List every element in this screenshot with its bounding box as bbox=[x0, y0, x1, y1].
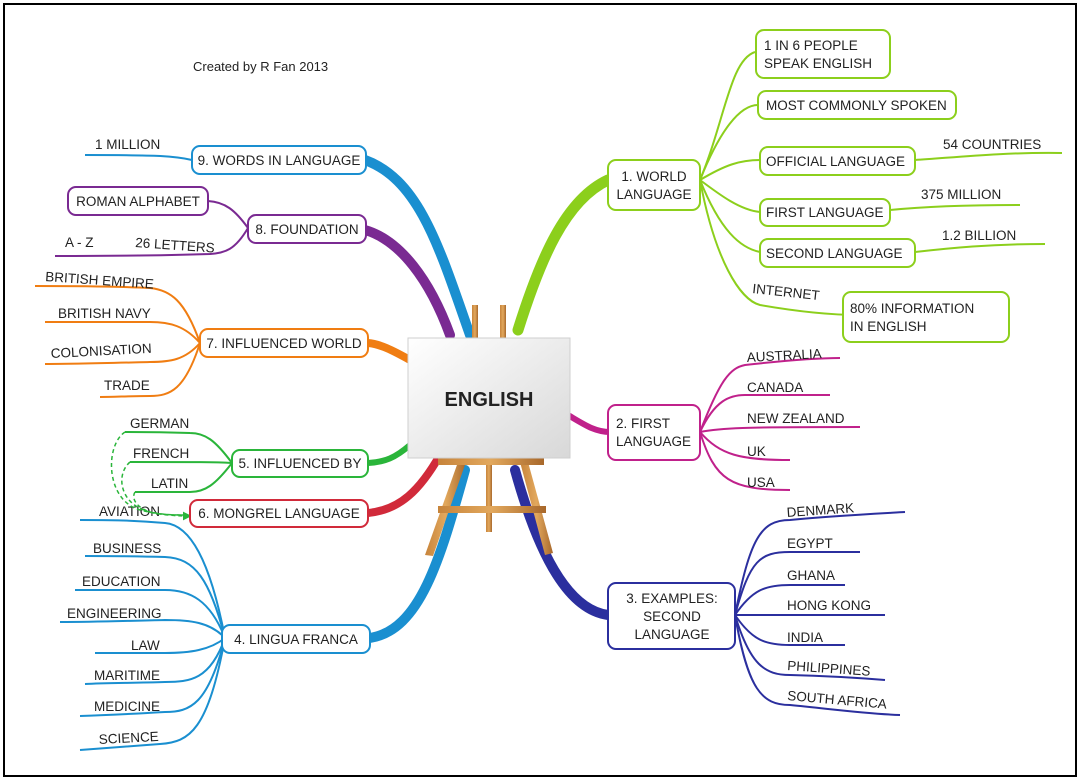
influenced-world-trade: TRADE bbox=[104, 378, 150, 393]
world-internet-2: IN ENGLISH bbox=[850, 319, 927, 334]
lingua-label: 4. LINGUA FRANCA bbox=[234, 632, 358, 647]
main-branches bbox=[360, 155, 614, 643]
influenced-by-label: 5. INFLUENCED BY bbox=[238, 456, 361, 471]
world-first: FIRST LANGUAGE bbox=[766, 205, 884, 220]
influenced-by-german: GERMAN bbox=[130, 416, 189, 431]
lingua-item-science: SCIENCE bbox=[98, 729, 159, 747]
words-sub: 1 MILLION bbox=[95, 137, 160, 152]
world-box-official: OFFICIAL LANGUAGE 54 COUNTRIES bbox=[759, 137, 1041, 176]
first-label-2: LANGUAGE bbox=[616, 434, 691, 449]
second-label-3: LANGUAGE bbox=[634, 627, 709, 642]
branch-first bbox=[565, 412, 613, 435]
second-item-hong-kong: HONG KONG bbox=[787, 598, 871, 613]
second-item-denmark: DENMARK bbox=[786, 500, 854, 520]
first-item-usa: USA bbox=[747, 475, 775, 490]
world-label-2: LANGUAGE bbox=[616, 187, 691, 202]
world-internet-1: 80% INFORMATION bbox=[850, 301, 974, 316]
lingua-item-business: BUSINESS bbox=[93, 541, 161, 556]
branch-words bbox=[360, 155, 475, 340]
second-item-india: INDIA bbox=[787, 630, 823, 645]
world-box-internet: 80% INFORMATION IN ENGLISH bbox=[842, 291, 1010, 343]
second-item-egypt: EGYPT bbox=[787, 536, 833, 551]
foundation-az: A - Z bbox=[65, 235, 94, 250]
lingua-item-law: LAW bbox=[131, 638, 160, 653]
influenced-by-node: 5. INFLUENCED BY bbox=[231, 449, 369, 478]
world-node: 1. WORLD LANGUAGE bbox=[607, 159, 701, 211]
influenced-by-french: FRENCH bbox=[133, 446, 189, 461]
foundation-letters: 26 LETTERS bbox=[135, 235, 215, 256]
frame bbox=[3, 3, 1077, 777]
foundation-box: ROMAN ALPHABET bbox=[67, 186, 209, 216]
branch-lingua bbox=[365, 465, 470, 643]
influenced-by-arrow-3 bbox=[133, 491, 189, 516]
world-first-sub: 375 MILLION bbox=[921, 187, 1001, 202]
words-label: 9. WORDS IN LANGUAGE bbox=[198, 153, 361, 168]
influenced-world-empire: BRITISH EMPIRE bbox=[45, 269, 155, 292]
foundation-node: 8. FOUNDATION bbox=[247, 214, 367, 244]
foundation-roman: ROMAN ALPHABET bbox=[76, 194, 200, 209]
influenced-by-lines bbox=[124, 431, 233, 494]
influenced-world-navy: BRITISH NAVY bbox=[58, 306, 151, 321]
lingua-item-aviation: AVIATION bbox=[99, 504, 160, 519]
branch-world bbox=[512, 174, 614, 336]
second-item-philippines: PHILIPPINES bbox=[787, 658, 871, 679]
words-lines bbox=[84, 154, 193, 161]
first-label-1: 2. FIRST bbox=[616, 416, 670, 431]
second-label-2: SECOND bbox=[643, 609, 701, 624]
world-branch bbox=[699, 51, 1063, 316]
branch-influenced-world bbox=[364, 339, 414, 364]
center-label: ENGLISH bbox=[445, 389, 534, 411]
mongrel-node: 6. MONGREL LANGUAGE bbox=[189, 499, 369, 528]
branch-foundation bbox=[360, 225, 455, 340]
lingua-item-medicine: MEDICINE bbox=[94, 699, 160, 714]
first-branch-lines bbox=[699, 357, 861, 491]
first-item-uk: UK bbox=[747, 444, 766, 459]
branch-second bbox=[510, 465, 613, 620]
influenced-world-node: 7. INFLUENCED WORLD bbox=[199, 328, 369, 358]
foundation-lines bbox=[54, 200, 249, 257]
second-item-ghana: GHANA bbox=[787, 568, 835, 583]
world-box-most-common: MOST COMMONLY SPOKEN bbox=[757, 90, 957, 120]
world-internet: INTERNET bbox=[752, 281, 821, 303]
second-label-1: 3. EXAMPLES: bbox=[626, 591, 718, 606]
world-people-2: SPEAK ENGLISH bbox=[764, 56, 872, 71]
lingua-item-education: EDUCATION bbox=[82, 574, 161, 589]
words-node: 9. WORDS IN LANGUAGE bbox=[191, 145, 367, 175]
center-canvas: ENGLISH bbox=[407, 337, 571, 459]
foundation-label: 8. FOUNDATION bbox=[255, 222, 358, 237]
world-official: OFFICIAL LANGUAGE bbox=[766, 154, 905, 169]
second-node: 3. EXAMPLES: SECOND LANGUAGE bbox=[607, 582, 736, 650]
world-second: SECOND LANGUAGE bbox=[766, 246, 903, 261]
mongrel-label: 6. MONGREL LANGUAGE bbox=[198, 506, 360, 521]
credit-text: Created by R Fan 2013 bbox=[193, 59, 328, 74]
world-people-1: 1 IN 6 PEOPLE bbox=[764, 38, 858, 53]
world-box-first: FIRST LANGUAGE 375 MILLION bbox=[759, 187, 1001, 227]
influenced-world-label: 7. INFLUENCED WORLD bbox=[206, 336, 362, 351]
influenced-world-lines bbox=[34, 285, 201, 398]
world-official-sub: 54 COUNTRIES bbox=[943, 137, 1041, 152]
first-item-new-zealand: NEW ZEALAND bbox=[747, 411, 845, 426]
lingua-branch-lines bbox=[59, 519, 226, 751]
first-node: 2. FIRST LANGUAGE bbox=[607, 404, 701, 461]
branch-influenced-by bbox=[365, 442, 413, 466]
second-branch-lines bbox=[734, 511, 906, 716]
branch-mongrel bbox=[364, 451, 444, 517]
influenced-by-latin: LATIN bbox=[151, 476, 188, 491]
lingua-item-maritime: MARITIME bbox=[94, 668, 160, 683]
first-item-australia: AUSTRALIA bbox=[746, 346, 822, 365]
easel-icon bbox=[425, 305, 553, 556]
world-label-1: 1. WORLD bbox=[621, 169, 687, 184]
influenced-world-colonisation: COLONISATION bbox=[50, 341, 152, 361]
lingua-item-engineering: ENGINEERING bbox=[67, 606, 162, 621]
world-box-people: 1 IN 6 PEOPLE SPEAK ENGLISH bbox=[755, 29, 891, 79]
world-most-common: MOST COMMONLY SPOKEN bbox=[766, 98, 947, 113]
first-item-canada: CANADA bbox=[747, 380, 803, 395]
world-second-sub: 1.2 BILLION bbox=[942, 228, 1016, 243]
second-item-south-africa: SOUTH AFRICA bbox=[787, 688, 888, 712]
world-box-second: SECOND LANGUAGE 1.2 BILLION bbox=[759, 228, 1016, 268]
lingua-node: 4. LINGUA FRANCA bbox=[221, 624, 371, 654]
